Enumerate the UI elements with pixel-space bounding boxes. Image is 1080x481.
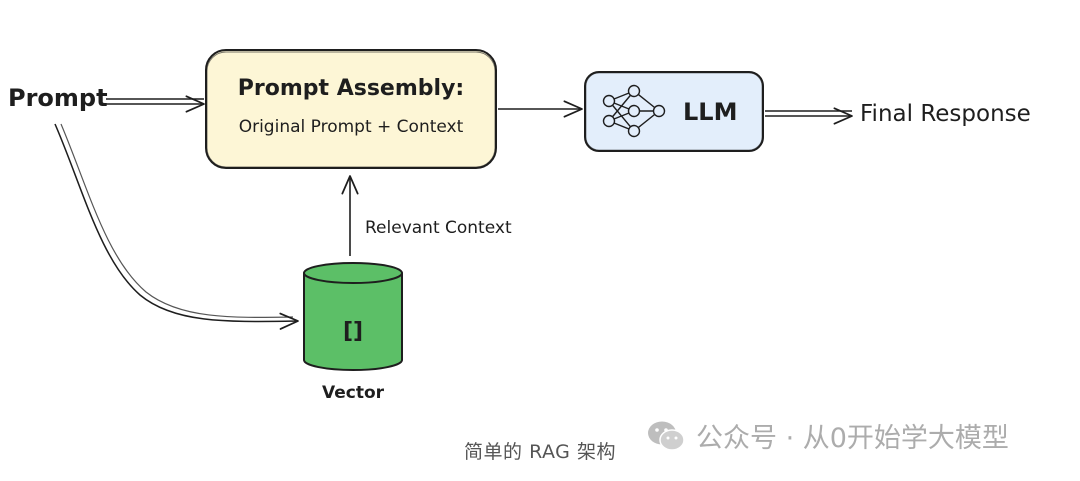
llm-box: LLM	[584, 71, 764, 152]
figure-caption: 简单的 RAG 架构	[464, 441, 616, 463]
vector-label: Vector	[322, 383, 385, 403]
vector-symbol: []	[343, 319, 363, 344]
arrow-prompt-to-assembly	[106, 95, 205, 113]
arrow-prompt-to-vector	[54, 123, 299, 330]
neural-network-icon	[602, 84, 666, 138]
watermark-text: 公众号 · 从0开始学大模型	[696, 423, 1009, 454]
relevant-context-label: Relevant Context	[365, 218, 512, 238]
prompt-assembly-title: Prompt Assembly:	[238, 76, 464, 101]
arrow-llm-to-response	[765, 107, 853, 125]
prompt-assembly-box: Prompt Assembly: Original Prompt + Conte…	[205, 49, 497, 169]
llm-label: LLM	[683, 98, 737, 126]
prompt-label: Prompt	[8, 84, 108, 112]
wechat-icon	[648, 421, 685, 451]
final-response-label: Final Response	[860, 101, 1031, 127]
prompt-assembly-subtitle: Original Prompt + Context	[239, 117, 464, 137]
watermark: 公众号 · 从0开始学大模型	[646, 416, 1009, 455]
vector-database-cylinder: []	[303, 262, 403, 371]
